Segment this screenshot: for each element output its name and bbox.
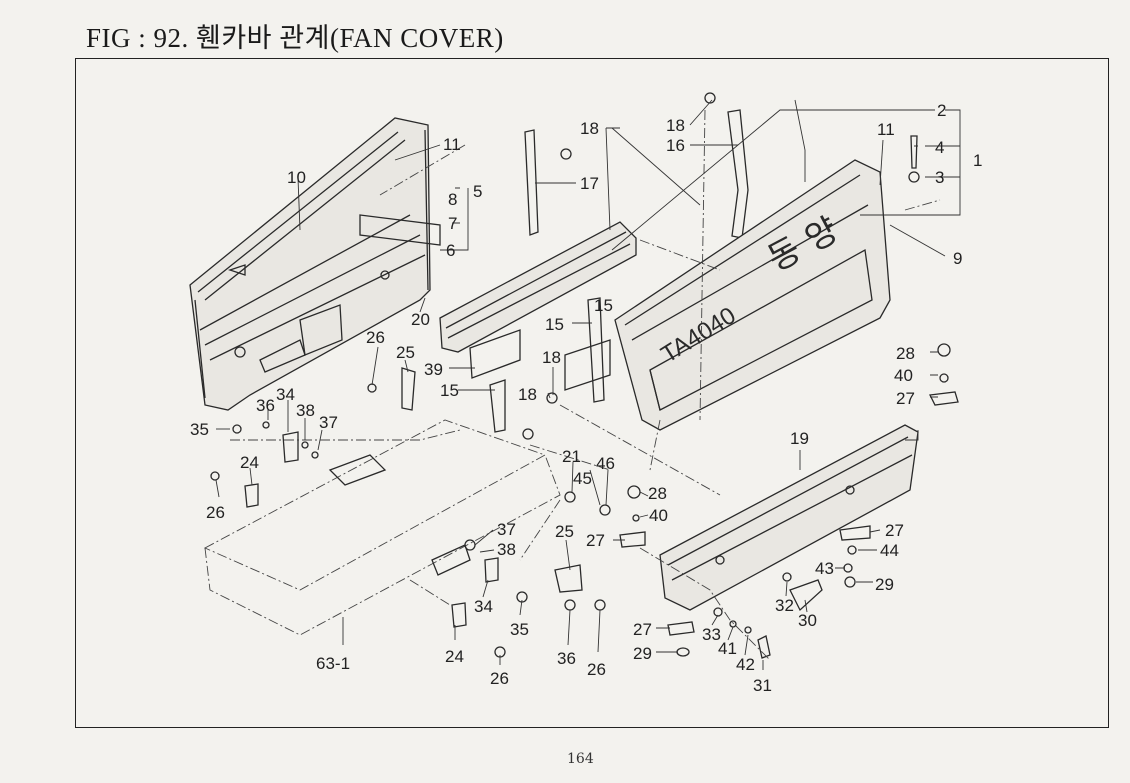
part-label: 26 <box>490 669 509 688</box>
part-label: 2 <box>937 101 946 120</box>
part-label: 19 <box>790 429 809 448</box>
part-label: 44 <box>880 541 899 560</box>
part-label: 21 <box>562 447 581 466</box>
part-label: 26 <box>366 328 385 347</box>
part-label: 43 <box>815 559 834 578</box>
part-label: 27 <box>896 389 915 408</box>
hardware-parts <box>210 92 959 659</box>
part-label: 15 <box>594 296 613 315</box>
part-label: 9 <box>953 249 962 268</box>
part-label: 17 <box>580 174 599 193</box>
part-label: 20 <box>411 310 430 329</box>
part-label: 37 <box>319 413 338 432</box>
part-label: 26 <box>587 660 606 679</box>
frame-underbody <box>203 419 561 636</box>
part-label: 45 <box>573 469 592 488</box>
front-grille: 동 양 TA4040 <box>614 159 891 431</box>
part-label: 29 <box>633 644 652 663</box>
part-label: 26 <box>206 503 225 522</box>
part-label: 15 <box>440 381 459 400</box>
part-label: 40 <box>894 366 913 385</box>
part-label: 18 <box>580 119 599 138</box>
part-label: 27 <box>633 620 652 639</box>
part-label: 39 <box>424 360 443 379</box>
part-label: 31 <box>753 676 772 695</box>
part-label: 5 <box>473 182 482 201</box>
part-label: 29 <box>875 575 894 594</box>
leader-lines <box>215 99 961 670</box>
part-label: 34 <box>276 385 295 404</box>
part-label: 7 <box>448 214 457 233</box>
part-label: 38 <box>296 401 315 420</box>
left-fender-panel <box>189 117 441 411</box>
part-label: 37 <box>497 520 516 539</box>
part-label: 25 <box>555 522 574 541</box>
part-label: 3 <box>935 168 944 187</box>
part-label: 42 <box>736 655 755 674</box>
part-label: 15 <box>545 315 564 334</box>
part-label: 36 <box>256 396 275 415</box>
part-number-labels: 1 2 3 4 5 6 7 8 9 10 11 11 15 15 15 16 1… <box>190 101 982 695</box>
part-label: 24 <box>445 647 464 666</box>
part-label: 32 <box>775 596 794 615</box>
part-label: 1 <box>973 151 982 170</box>
part-label: 18 <box>518 385 537 404</box>
part-label: 24 <box>240 453 259 472</box>
part-label: 30 <box>798 611 817 630</box>
part-label: 27 <box>586 531 605 550</box>
page-number: 164 <box>567 751 594 767</box>
part-label: 40 <box>649 506 668 525</box>
part-label: 35 <box>190 420 209 439</box>
part-label: 8 <box>448 190 457 209</box>
part-label: 11 <box>877 120 895 139</box>
part-label: 35 <box>510 620 529 639</box>
part-label: 63-1 <box>316 654 350 673</box>
part-label: 28 <box>896 344 915 363</box>
part-label: 10 <box>287 168 306 187</box>
part-label: 25 <box>396 343 415 362</box>
part-label: 34 <box>474 597 493 616</box>
part-label: 33 <box>702 625 721 644</box>
part-label: 28 <box>648 484 667 503</box>
part-label: 27 <box>885 521 904 540</box>
alignment-lines <box>230 109 941 661</box>
part-label: 18 <box>666 116 685 135</box>
part-label: 16 <box>666 136 685 155</box>
part-label: 6 <box>446 241 455 260</box>
lower-cross-member <box>659 424 919 611</box>
part-label: 4 <box>935 138 944 157</box>
part-label: 18 <box>542 348 561 367</box>
diagram-frame <box>75 58 1109 728</box>
part-label: 11 <box>443 135 461 154</box>
part-label: 38 <box>497 540 516 559</box>
figure-title: FIG : 92. 휀카바 관계(FAN COVER) <box>86 23 504 53</box>
part-label: 46 <box>596 454 615 473</box>
part-label: 41 <box>718 639 737 658</box>
part-label: 36 <box>557 649 576 668</box>
